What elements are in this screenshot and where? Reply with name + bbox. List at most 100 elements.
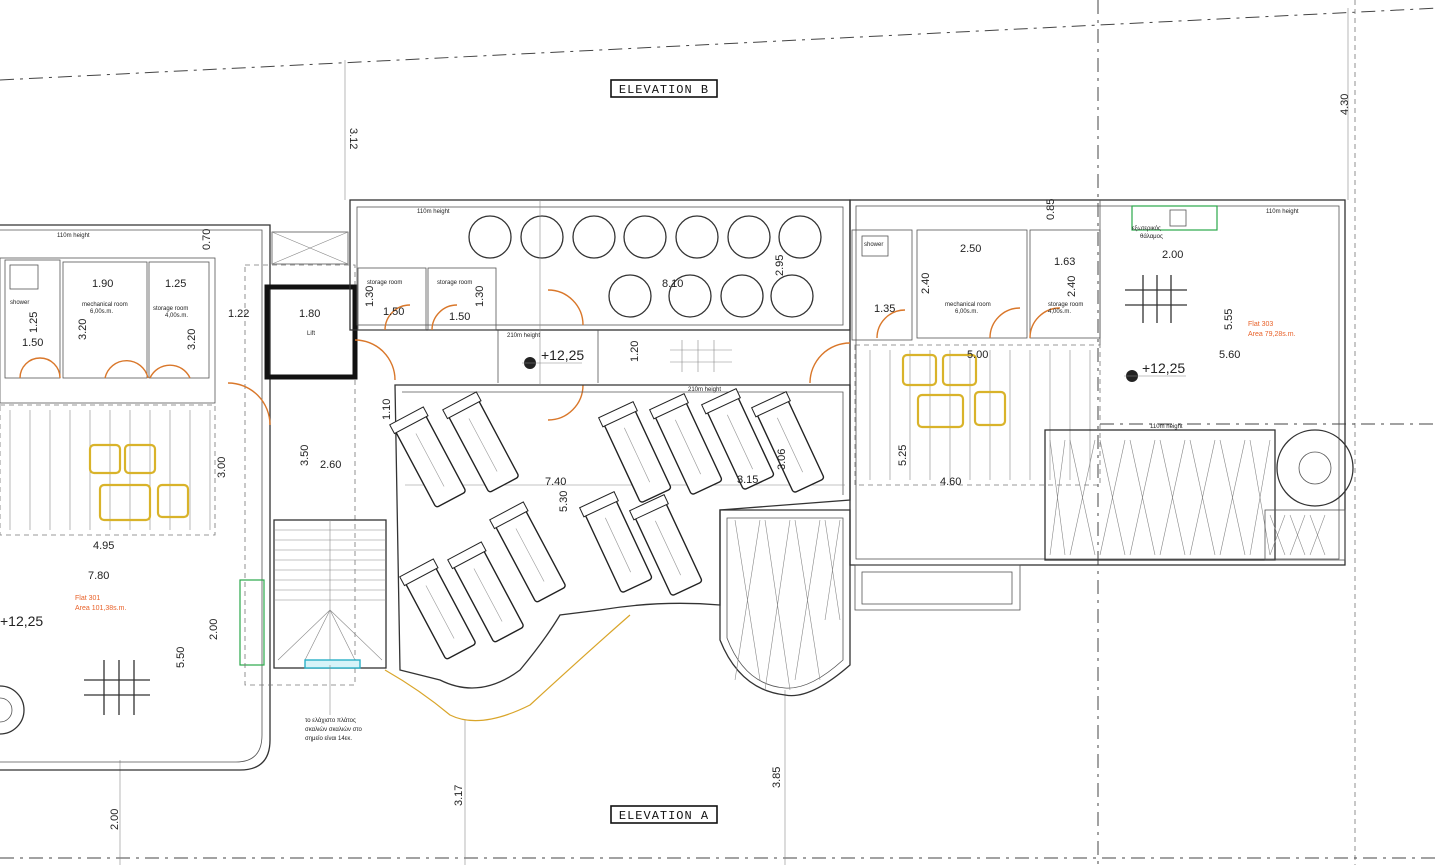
core-block — [227, 231, 396, 686]
sunbed-9 — [750, 390, 825, 493]
storage-room-b-label: storage room — [437, 280, 472, 286]
elevation-b-label: ELEVATION B — [619, 83, 709, 97]
storage-room-left — [148, 261, 210, 379]
storage-room-left-area: 4,00s.m. — [165, 313, 188, 319]
dim-320b: 3.20 — [186, 329, 198, 350]
dim-555: 5.55 — [1223, 309, 1235, 330]
dim-125: 1.25 — [165, 278, 186, 290]
height-note-7: 210m height — [688, 387, 721, 393]
dim-350: 3.50 — [299, 445, 311, 466]
sunbed-5 — [489, 501, 566, 603]
property-boundary-line — [0, 7, 1439, 81]
sunbed-7 — [648, 392, 723, 495]
dim-740: 7.40 — [545, 476, 566, 488]
flat-303-name: Flat 303 — [1248, 321, 1273, 328]
dim-120: 1.20 — [629, 341, 641, 362]
dim-122: 1.22 — [228, 308, 249, 320]
stair-note-line2: σκαλιών σκαλιών στο — [305, 727, 363, 733]
tank-room — [349, 199, 851, 421]
dim-295: 2.95 — [774, 255, 786, 276]
height-note-6: 110m height — [1150, 424, 1183, 430]
pergola-block — [719, 509, 851, 697]
flat-303-block — [809, 199, 1354, 611]
dim-125b: 1.25 — [28, 312, 40, 333]
dim-085: 0.85 — [1045, 199, 1057, 220]
dim-070: 0.70 — [201, 229, 213, 250]
dim-150a: 1.50 — [22, 337, 43, 349]
dim-460: 4.60 — [940, 476, 961, 488]
storage-room-b — [427, 267, 497, 331]
dim-560: 5.60 — [1219, 349, 1240, 361]
dim-260: 2.60 — [320, 459, 341, 471]
flat-301-block — [0, 224, 271, 771]
sunbed-6 — [597, 400, 672, 503]
sunbeds-group — [389, 387, 825, 660]
height-note-3: 110m height — [1266, 209, 1299, 215]
stair-note-line3: σημείο είναι 14εκ. — [305, 736, 352, 742]
dim-163: 1.63 — [1054, 256, 1075, 268]
flat-301-area: Area 101,38s.m. — [75, 605, 126, 612]
sunbed-3 — [399, 558, 476, 660]
elevation-a-frame — [610, 805, 718, 824]
mech-room-right-label: mechanical room — [945, 302, 991, 308]
dim-180: 1.80 — [299, 308, 320, 320]
sunbed-2 — [442, 391, 519, 493]
sunbed-1 — [389, 406, 466, 508]
dim-190: 1.90 — [92, 278, 113, 290]
right-note-line2: θάλαμος — [1140, 233, 1163, 240]
flat-303-area: Area 79,28s.m. — [1248, 331, 1296, 338]
height-note-1: 110m height — [57, 233, 90, 239]
shower-label-left: shower — [10, 300, 29, 306]
dim-810: 8.10 — [662, 278, 683, 290]
level-right: +12,25 — [1142, 360, 1185, 376]
sunbed-11 — [628, 493, 703, 596]
dim-110: 1.10 — [381, 399, 393, 420]
level-markers — [522, 357, 1186, 382]
shower-room — [4, 259, 61, 379]
storage-room-a-label: storage room — [367, 280, 402, 286]
dim-130a: 1.30 — [364, 286, 376, 307]
storage-room-a — [357, 267, 427, 331]
dim-250: 2.50 — [960, 243, 981, 255]
sunbed-terrace — [384, 200, 851, 722]
storage-room-right — [1029, 229, 1101, 339]
dim-130b: 1.30 — [474, 286, 486, 307]
dim-135: 1.35 — [874, 303, 895, 315]
sunbed-8 — [700, 387, 775, 490]
height-note-2: 110m height — [417, 209, 450, 215]
mech-room-left-label: mechanical room — [82, 302, 128, 308]
level-center: +12,25 — [541, 347, 584, 363]
dim-240b: 2.40 — [1066, 276, 1078, 297]
dim-150b: 1.50 — [383, 306, 404, 318]
dim-306: 3.06 — [776, 449, 788, 470]
storage-room-right-label: storage room — [1048, 302, 1083, 308]
dim-317: 3.17 — [453, 785, 465, 806]
shower-room-right — [851, 229, 913, 341]
stair-note-line1: το ελάχιστο πλάτος — [305, 717, 356, 724]
dim-525: 5.25 — [897, 445, 909, 466]
right-note-line1: εξωτερικός — [1132, 225, 1161, 232]
level-left: +12,25 — [0, 613, 43, 629]
dim-320a: 3.20 — [77, 319, 89, 340]
mech-room-right-area: 6,00s.m. — [955, 309, 978, 315]
dim-200c: 2.00 — [109, 809, 121, 830]
dim-780: 7.80 — [88, 570, 109, 582]
dim-300: 3.00 — [216, 457, 228, 478]
sunbed-10 — [578, 490, 653, 593]
dim-150c: 1.50 — [449, 311, 470, 323]
flat-301-name: Flat 301 — [75, 595, 100, 602]
elevation-a-label: ELEVATION A — [619, 809, 709, 823]
dim-550: 5.50 — [175, 647, 187, 668]
dim-312: 3.12 — [347, 128, 359, 149]
dim-315: 3.15 — [737, 474, 758, 486]
dim-530: 5.30 — [558, 491, 570, 512]
dim-500: 5.00 — [967, 349, 988, 361]
lift-shaft — [264, 284, 358, 380]
lift-label: Lift — [307, 331, 315, 337]
storage-room-left-label: storage room — [153, 306, 188, 312]
shower-label-right: shower — [864, 242, 883, 248]
dim-240a: 2.40 — [920, 273, 932, 294]
height-note-4: 210m height — [507, 333, 540, 339]
